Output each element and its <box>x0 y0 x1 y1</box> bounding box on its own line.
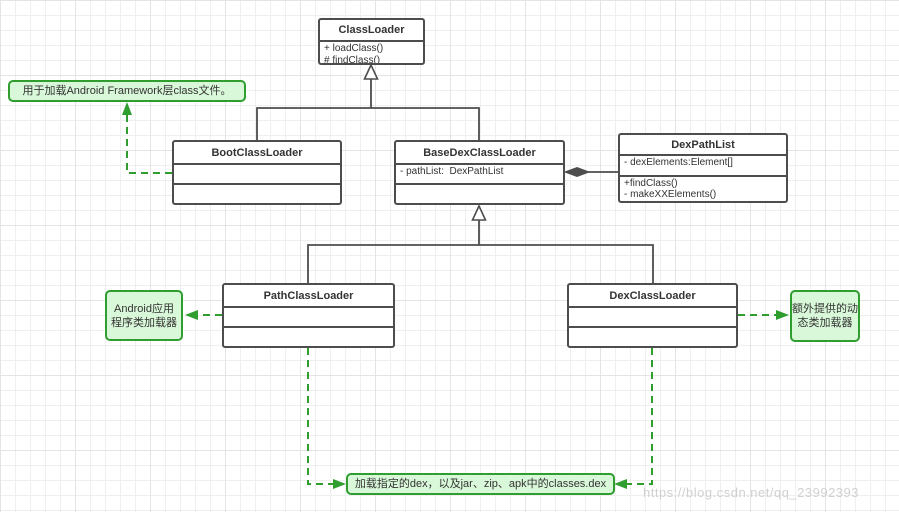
edge-note-dynamic-loader <box>738 310 789 320</box>
arrow-left-icon <box>185 310 198 320</box>
class-methods <box>174 183 340 203</box>
class-fields: - dexElements:Element[] <box>620 154 786 175</box>
class-fields <box>224 306 393 326</box>
class-dexpathlist: DexPathList - dexElements:Element[] +fin… <box>618 133 788 203</box>
edge-inheritance-to-classloader <box>256 63 480 140</box>
arrow-left-icon <box>614 479 627 489</box>
class-field: - dexElements:Element[] <box>624 157 733 168</box>
class-title: PathClassLoader <box>263 289 354 302</box>
edge-inheritance-to-basedexclassloader <box>307 204 654 283</box>
inheritance-triangle-icon <box>363 63 379 80</box>
note-framework: 用于加载Android Framework层class文件。 <box>8 80 246 102</box>
class-methods: + loadClass() # findClass() <box>320 40 423 63</box>
class-methods <box>396 183 563 203</box>
class-fields: - pathList: DexPathList <box>396 163 563 183</box>
class-bootclassloader: BootClassLoader <box>172 140 342 205</box>
edge-note-app-loader <box>185 310 222 320</box>
class-method: + loadClass() <box>324 43 384 54</box>
class-pathclassloader: PathClassLoader <box>222 283 395 348</box>
class-title: ClassLoader <box>338 24 405 36</box>
class-title: DexPathList <box>671 138 735 151</box>
note-dex: 加载指定的dex，以及jar、zip、apk中的classes.dex <box>346 473 615 495</box>
class-methods <box>569 326 736 346</box>
arrow-right-icon <box>333 479 346 489</box>
inheritance-triangle-icon <box>471 204 487 221</box>
class-method: +findClass() <box>624 177 678 189</box>
edge-pathclassloader-dex-note <box>307 348 346 489</box>
note-app-loader: Android应用 程序类加载器 <box>105 290 183 341</box>
class-title: DexClassLoader <box>609 289 696 302</box>
class-title: BaseDexClassLoader <box>423 146 536 159</box>
class-basedexclassloader: BaseDexClassLoader - pathList: DexPathLi… <box>394 140 565 205</box>
class-field: - pathList: DexPathList <box>400 166 504 177</box>
arrow-up-icon <box>122 102 132 115</box>
class-methods: +findClass() - makeXXElements() <box>620 174 786 201</box>
class-fields <box>569 306 736 326</box>
class-method: - makeXXElements() <box>624 189 717 201</box>
class-title: BootClassLoader <box>211 146 303 159</box>
class-method: # findClass() <box>324 54 381 64</box>
arrow-right-icon <box>776 310 789 320</box>
edge-dexclassloader-dex-note <box>614 348 653 489</box>
class-dexclassloader: DexClassLoader <box>567 283 738 348</box>
watermark-text: https://blog.csdn.net/qq_23992393 <box>643 485 859 500</box>
class-methods <box>224 326 393 346</box>
composition-diamond-icon <box>563 166 591 178</box>
note-dynamic-loader: 额外提供的动 态类加载器 <box>790 290 860 342</box>
edge-note-framework <box>122 102 172 174</box>
class-classloader: ClassLoader + loadClass() # findClass() <box>318 18 425 65</box>
class-fields <box>174 163 340 183</box>
edge-composition-dexpathlist <box>563 166 618 178</box>
